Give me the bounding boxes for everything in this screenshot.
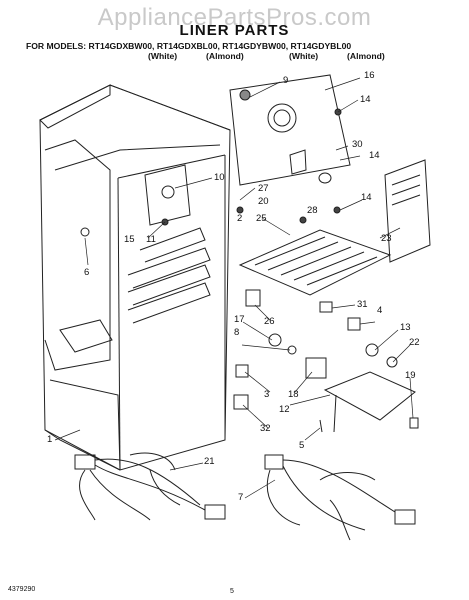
- callout-18: 18: [288, 389, 299, 400]
- callout-10: 10: [214, 172, 225, 183]
- callout-23: 23: [381, 233, 392, 244]
- callout-12: 12: [279, 404, 290, 415]
- callout-13: 13: [400, 322, 411, 333]
- watermark: AppliancePartsPros.com: [97, 4, 372, 31]
- callout-5: 5: [299, 440, 305, 451]
- callout-19: 19: [405, 370, 416, 381]
- color-label-3: (White): [289, 51, 319, 61]
- callout-25: 25: [256, 213, 267, 224]
- callout-9: 9: [283, 75, 289, 86]
- callout-4: 4: [377, 305, 383, 316]
- vent-cover: [384, 159, 431, 263]
- callout-7: 7: [238, 492, 244, 503]
- callout-14-c: 14: [361, 192, 372, 203]
- callout-22: 22: [409, 337, 420, 348]
- callout-6: 6: [84, 267, 90, 278]
- callout-30: 30: [352, 139, 363, 150]
- rear-cover-panel: [229, 74, 351, 186]
- liner-cabinet: [39, 84, 231, 471]
- callout-14-b: 14: [369, 150, 380, 161]
- callout-20: 20: [258, 196, 269, 207]
- wire-harness-7: [264, 454, 416, 541]
- callout-3: 3: [264, 389, 270, 400]
- wire-harness-21: [74, 452, 226, 521]
- callout-8: 8: [234, 327, 240, 338]
- callout-27: 27: [258, 183, 269, 194]
- document-number: 4379290: [8, 586, 36, 593]
- leader-lines: [54, 77, 414, 499]
- color-label-1: (White): [148, 51, 178, 61]
- shelf-tray: [238, 229, 392, 296]
- callout-1: 1: [47, 434, 53, 445]
- callout-28: 28: [307, 205, 318, 216]
- callout-11: 11: [146, 234, 156, 245]
- color-label-2: (Almond): [206, 51, 244, 61]
- callout-15: 15: [124, 234, 135, 245]
- callout-32: 32: [260, 423, 271, 434]
- page-number: 5: [230, 588, 234, 595]
- callout-26: 26: [264, 316, 275, 327]
- page-title: LINER PARTS: [179, 22, 290, 39]
- callout-16: 16: [364, 70, 375, 81]
- callout-17: 17: [234, 314, 245, 325]
- callout-31: 31: [357, 299, 368, 310]
- callout-14-a: 14: [360, 94, 371, 105]
- callout-2: 2: [237, 213, 243, 224]
- small-parts: [161, 108, 419, 433]
- callout-21: 21: [204, 456, 215, 467]
- models-line: FOR MODELS: RT14GDXBW00, RT14GDXBL00, RT…: [26, 41, 352, 51]
- color-label-4: (Almond): [347, 51, 385, 61]
